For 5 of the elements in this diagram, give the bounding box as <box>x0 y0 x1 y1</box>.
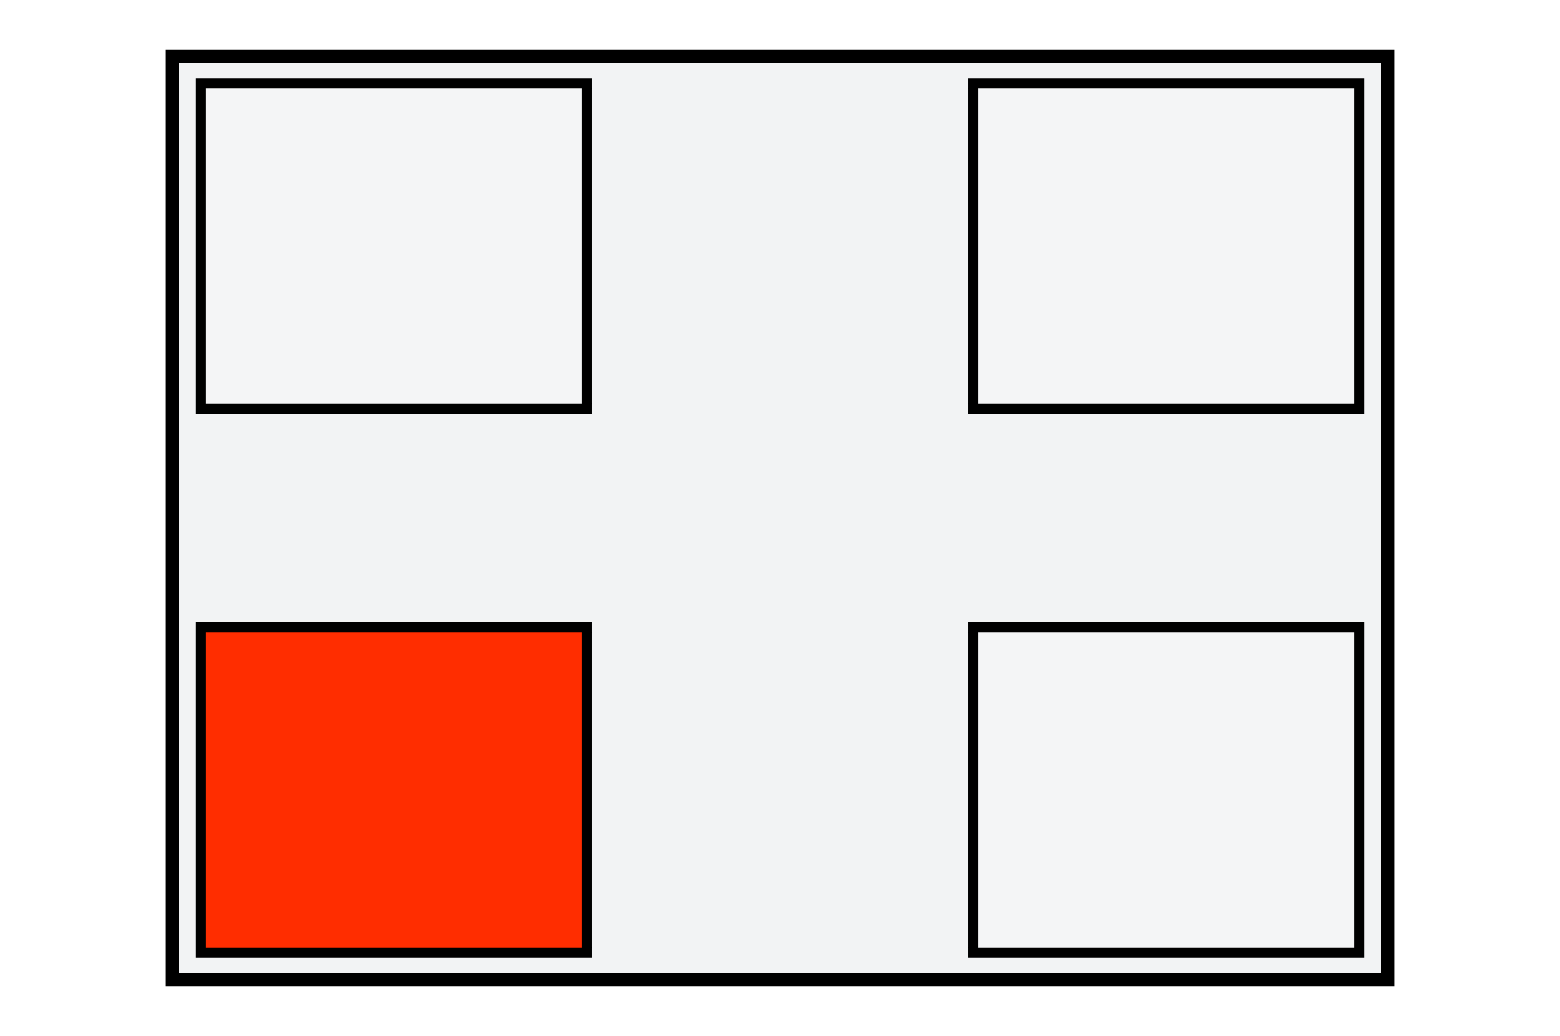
node-box <box>195 78 592 414</box>
node-box <box>195 622 592 958</box>
cluster <box>165 49 1395 987</box>
node-box <box>968 622 1365 958</box>
node-box <box>968 78 1365 414</box>
